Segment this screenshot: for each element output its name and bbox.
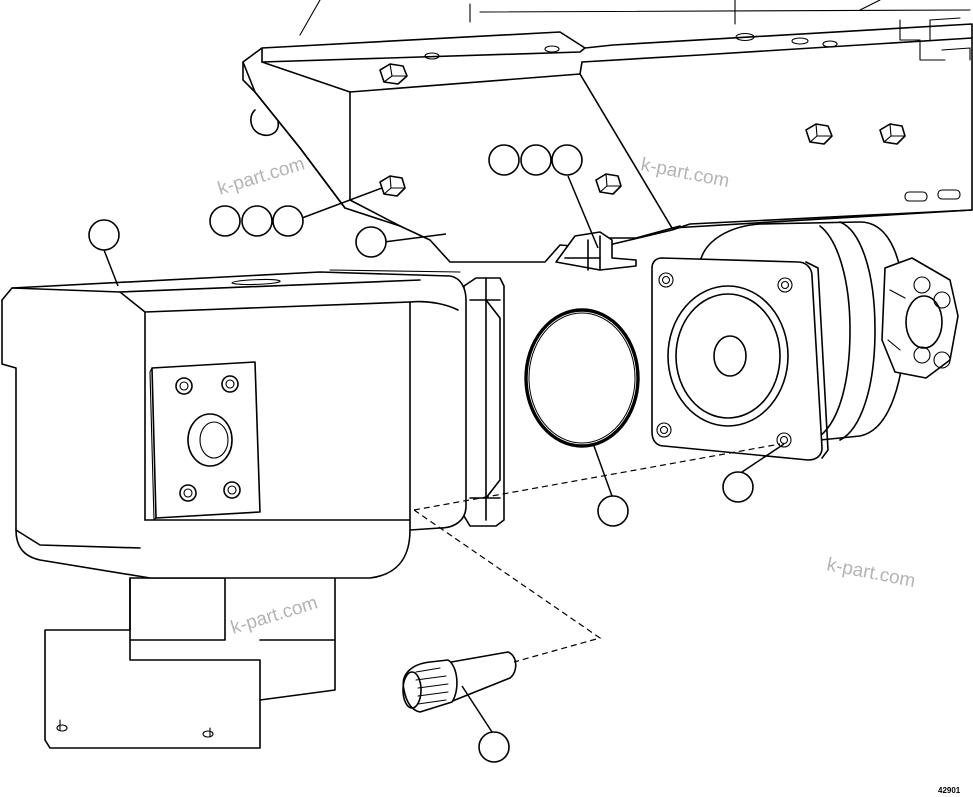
- callout-bracket: [355, 226, 387, 258]
- bolt-top: [379, 63, 408, 85]
- bolt-right-1: [805, 123, 833, 145]
- adapter-spacer: [463, 277, 505, 527]
- bolt-mid: [595, 173, 622, 195]
- splined-shaft: [402, 651, 517, 713]
- gearbox-housing: [1, 269, 467, 749]
- frame-bolts: [379, 63, 906, 197]
- assembly-guide-lines: [413, 443, 781, 663]
- callout-pump-bolt: [722, 471, 754, 503]
- callout-bolt-2: [241, 205, 273, 237]
- callout-sensor-2: [520, 144, 552, 176]
- callout-sensor-1: [488, 144, 520, 176]
- watermark-3: k-part.com: [825, 554, 917, 592]
- bolt-right-2: [879, 123, 906, 145]
- callout-housing: [88, 219, 120, 251]
- callout-bolt-3: [272, 205, 304, 237]
- leader-lines: [103, 175, 785, 733]
- watermark-1: k-part.com: [215, 153, 307, 199]
- callout-sensor-3: [551, 144, 583, 176]
- o-ring-seal: [524, 308, 640, 448]
- callout-bolt-1: [209, 205, 241, 237]
- port-flange: [881, 257, 959, 379]
- sensor-bracket: [555, 231, 637, 271]
- callout-bubbles: [88, 144, 754, 763]
- cover-plate: [149, 361, 261, 521]
- callout-o-ring: [597, 495, 629, 527]
- pump-assembly: [651, 221, 959, 461]
- bolt-callout-a: [379, 175, 406, 197]
- figure-number: 42901: [938, 786, 961, 795]
- callout-shaft: [478, 731, 510, 763]
